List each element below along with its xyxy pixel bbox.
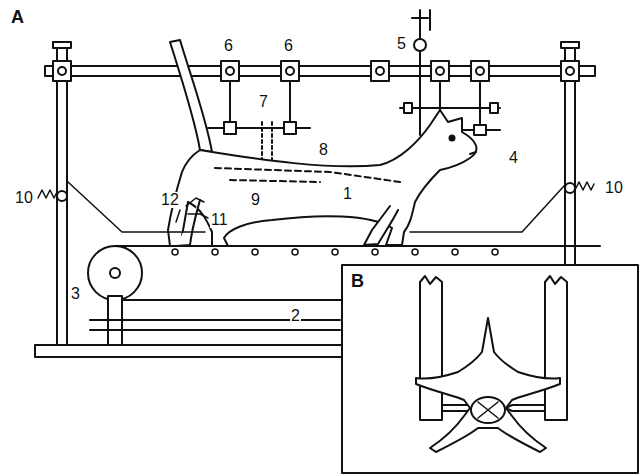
callout-number: 3: [70, 286, 81, 302]
callout-number: 10: [14, 190, 34, 206]
callout-number: 6: [223, 38, 234, 54]
callout-number: 8: [318, 142, 329, 158]
callout-number: 12: [160, 192, 180, 208]
electrodes: [176, 198, 208, 222]
callout-number: 6: [283, 38, 294, 54]
panel-letter: A: [10, 8, 25, 26]
cat: [168, 40, 476, 246]
frame-bar: [45, 66, 595, 76]
spine-outline: [215, 168, 400, 182]
callout-number: 9: [250, 192, 261, 208]
callout-number: 5: [396, 36, 407, 52]
callout-number: 4: [508, 150, 519, 166]
callout-number: 10: [604, 180, 624, 196]
spine-outline: [230, 180, 320, 182]
head-holder: [400, 10, 500, 135]
frame-post: [57, 45, 67, 345]
panel-letter: B: [350, 272, 365, 290]
callout-number: 7: [258, 94, 269, 110]
callout-number: 2: [290, 308, 301, 324]
clamps: [53, 61, 579, 81]
inset-panel: [342, 265, 638, 473]
callout-number: 11: [210, 212, 229, 228]
callout-number: 1: [342, 186, 353, 202]
support-wires: [38, 182, 594, 232]
